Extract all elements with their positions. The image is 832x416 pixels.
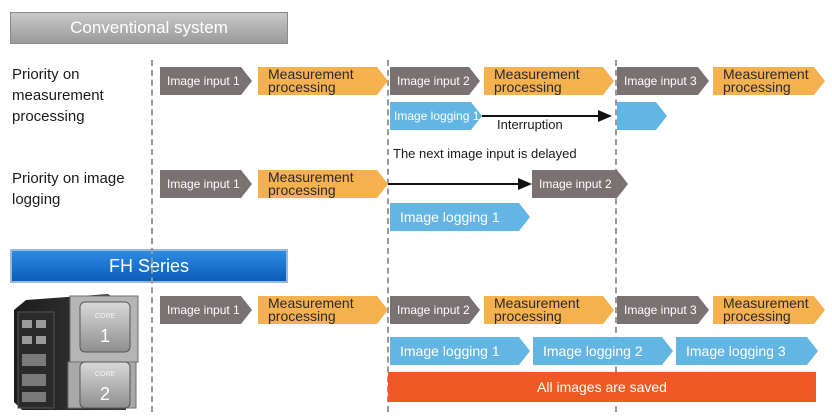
image-input-step: Image input 2	[390, 296, 480, 324]
image-input-step: Image input 2	[390, 67, 480, 95]
core-1-word: CORE	[95, 313, 116, 320]
image-logging-step: Image logging 3	[676, 337, 818, 365]
core-1-number: 1	[100, 326, 110, 346]
interruption-label: Interruption	[497, 117, 563, 132]
fh-series-header: FH Series	[10, 249, 288, 283]
row-label-priority-image-logging: Priority on image logging	[12, 168, 125, 210]
image-logging-step: Image logging 1	[390, 337, 530, 365]
fh-controller-device-icon: CORE 1 CORE 2	[14, 294, 139, 410]
timing-divider	[387, 60, 389, 412]
delayed-note: The next image input is delayed	[393, 146, 577, 161]
row-label-line: measurement	[12, 87, 104, 104]
core-2-number: 2	[100, 384, 110, 404]
delay-arrow	[388, 183, 520, 185]
image-logging-step: Image logging 2	[533, 337, 673, 365]
image-input-step: Image input 3	[617, 67, 709, 95]
image-input-step: Image input 1	[160, 67, 252, 95]
image-logging-resume-step	[617, 102, 667, 130]
all-images-saved-bar: All images are saved	[388, 372, 816, 402]
timing-divider	[615, 60, 617, 412]
image-input-step: Image input 3	[617, 296, 709, 324]
arrowhead-icon	[598, 110, 612, 122]
image-input-step: Image input 2	[532, 170, 628, 198]
row-label-line: logging	[12, 191, 61, 208]
conventional-system-header: Conventional system	[10, 12, 288, 44]
row-label-line: processing	[12, 108, 85, 125]
image-input-step: Image input 1	[160, 170, 252, 198]
row-label-priority-measurement: Priority on measurement processing	[12, 64, 104, 127]
row-label-line: Priority on image	[12, 170, 125, 187]
core-2-word: CORE	[95, 371, 116, 378]
image-input-step: Image input 1	[160, 296, 252, 324]
timing-divider	[151, 60, 153, 412]
row-label-line: Priority on	[12, 66, 80, 83]
arrowhead-icon	[518, 178, 532, 190]
image-logging-step: Image logging 1	[390, 102, 482, 130]
image-logging-step: Image logging 1	[390, 203, 530, 231]
interruption-arrow	[482, 115, 600, 117]
